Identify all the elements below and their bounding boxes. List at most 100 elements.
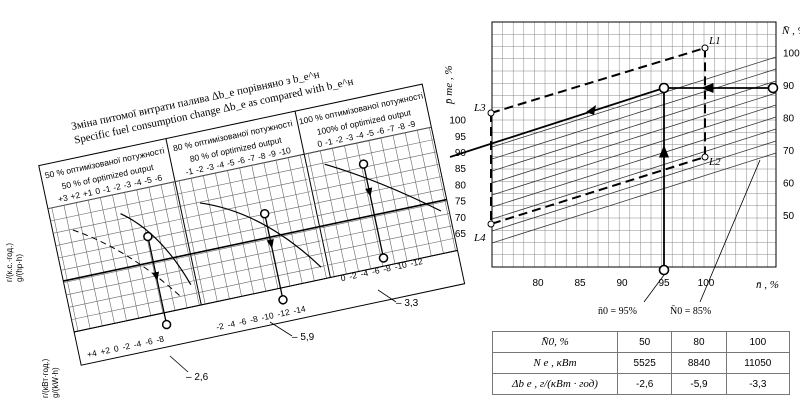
point-80-top [259, 208, 270, 219]
point-N0 [767, 82, 779, 94]
label-L3: L3 [473, 102, 486, 114]
table-cell: -5,9 [671, 373, 727, 395]
pme-axis-label: p̄ me , % [443, 66, 455, 106]
projection-80 [264, 213, 274, 249]
curve-80 [199, 202, 322, 268]
limit-upper [490, 46, 706, 157]
grid-line [180, 178, 308, 207]
point-80-bottom [278, 295, 288, 305]
grid-line [60, 242, 189, 271]
table-row-label: N e , кВт [492, 352, 618, 374]
x-tick-label: 95 [658, 278, 670, 289]
grid-line [322, 213, 450, 241]
grid-line [327, 237, 455, 266]
y-axis-label: N̄ , % [781, 25, 800, 37]
grid-line [198, 265, 326, 293]
point-L3 [487, 109, 495, 117]
grid-line [188, 215, 316, 244]
grid-line [53, 206, 181, 234]
grid-line [50, 193, 178, 222]
pme-tick-label: 80 [455, 180, 467, 191]
table-header-cell: 100 [725, 331, 791, 353]
grid-line [190, 228, 319, 256]
point-100-top [358, 159, 369, 169]
table-row-label: Δb e , г/(кВт · год) [492, 373, 618, 395]
grid-line [193, 240, 321, 269]
callout-50: – 2,6 [186, 372, 209, 383]
point-L4 [487, 220, 495, 228]
grid-line [175, 154, 303, 182]
section-100-scale: 0-1-2-3-4-5-6-7-8-9 [316, 119, 416, 150]
path-diagonal [449, 87, 665, 158]
grid-line [68, 279, 197, 308]
right-chart: L1 L2 L3 L4 N̄ , % n̄ , % p̄ me , % 8085… [443, 21, 800, 317]
pme-tick-label: 100 [449, 116, 466, 127]
section-80: 80 % оптимізованої потужності 80 % of op… [172, 118, 293, 177]
point-operating [658, 82, 670, 94]
point-L1 [701, 44, 709, 52]
grid-line [71, 292, 199, 320]
grid-line [317, 188, 445, 217]
y-tick-label: 70 [783, 146, 795, 157]
label-L1: L1 [708, 35, 721, 47]
curve-50-dashed [72, 229, 182, 298]
section-100: 100 % оптимізованої потужності 100% of o… [298, 90, 424, 150]
bottom-scale-band [73, 249, 466, 366]
load-line [491, 140, 777, 232]
left-nomogram: Зміна питомої витрати палива Δb_e порівн… [38, 68, 466, 366]
table-cell: -3,3 [725, 373, 791, 395]
load-line [491, 116, 777, 208]
grid-section-100 [304, 126, 458, 278]
callout-80: – 5,9 [292, 332, 315, 343]
callout-100: – 3,3 [396, 298, 419, 309]
table-header-label: N̄0, % [492, 331, 618, 353]
grid-line [58, 230, 186, 259]
n0-note: n̄0 = 95% [598, 306, 637, 317]
label-L4: L4 [473, 232, 486, 244]
table-header-row: N̄0, % 50 80 100 [492, 331, 791, 353]
section-50: 50 % оптимізованої потужності 50 % of op… [44, 145, 165, 204]
section-80-scale: -1-2-3-4-5-6-7-8-9-10 [185, 145, 292, 177]
grid-line [319, 200, 448, 229]
section-50-scale: +3+2+10-1-2-3-4-5-6 [57, 172, 163, 204]
bottom-scale-80: -2-4-6-8-10-12-14 [215, 303, 306, 332]
x-tick-label: 90 [616, 278, 628, 289]
load-line [491, 128, 777, 220]
grid-line [304, 126, 432, 155]
point-n0 [658, 264, 670, 276]
bottom-scale-100: 0-2-4-6-8-10-12 [340, 256, 424, 283]
grid-line [325, 225, 453, 254]
table-cell: 11050 [725, 352, 791, 374]
grid-line [182, 191, 311, 219]
projection-100 [362, 163, 373, 198]
grid-line [309, 151, 437, 180]
load-line [491, 92, 777, 184]
grid-line [47, 181, 176, 209]
y-tick-label: 100 [783, 49, 800, 60]
point-L2 [701, 153, 709, 161]
grid-line [314, 176, 442, 204]
load-line [491, 80, 777, 172]
table-row: N e , кВт 5525 8840 11050 [492, 352, 791, 374]
curve-100 [324, 163, 442, 212]
table-row: Δb e , г/(кВт · год) -2,6 -5,9 -3,3 [492, 373, 791, 395]
grid-line [177, 166, 305, 195]
table-header-cell: 50 [616, 331, 673, 353]
table-header-cell: 80 [671, 331, 727, 353]
pme-tick-label: 90 [455, 148, 467, 159]
N0-note: N̄0 = 85% [670, 305, 711, 317]
load-line [491, 56, 777, 148]
unit-top: г/(к.с.·год.) [5, 243, 14, 282]
load-line [491, 104, 777, 196]
x-tick-label: 85 [574, 278, 586, 289]
pme-tick-label: 85 [455, 164, 467, 175]
y-tick-label: 50 [783, 211, 795, 222]
curve-50 [120, 213, 192, 285]
grid-line [66, 267, 194, 296]
unit-top-en: g/(hp·h) [15, 254, 24, 282]
table-cell: 8840 [671, 352, 727, 374]
limit-lower [490, 113, 706, 226]
